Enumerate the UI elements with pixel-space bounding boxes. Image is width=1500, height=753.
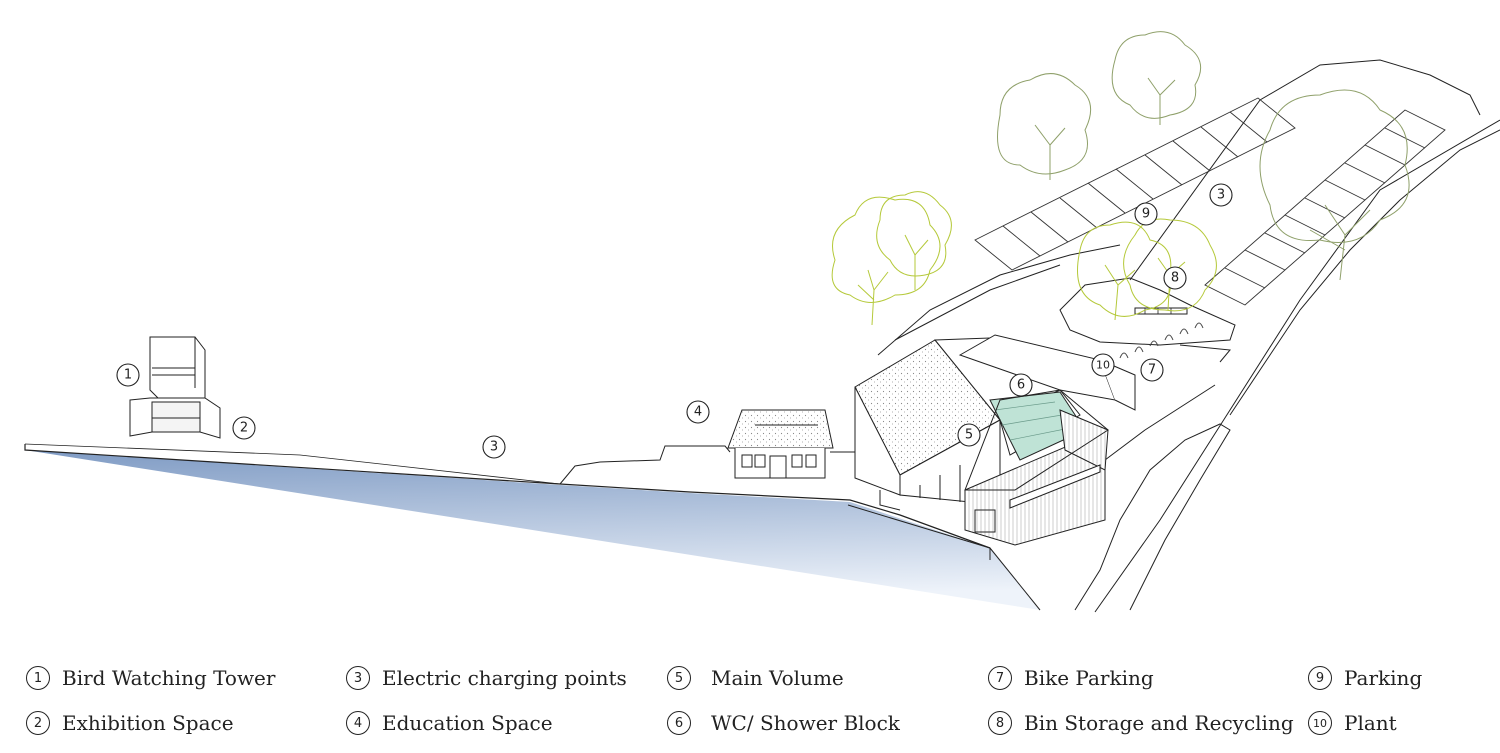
marker-1-number: 1 [124, 368, 132, 383]
legend-item-6: 6 WC/ Shower Block [667, 708, 900, 738]
legend-item-3: 3 Electric charging points [346, 663, 627, 693]
marker-3b-number: 3 [1217, 188, 1225, 203]
legend-number: 3 [346, 666, 370, 690]
main-building [854, 334, 1136, 546]
legend-label: Parking [1344, 666, 1423, 690]
marker-7-number: 7 [1148, 363, 1156, 378]
trees [831, 31, 1410, 326]
legend-number: 8 [988, 711, 1012, 735]
bike-racks [1119, 322, 1204, 359]
marker-8-number: 8 [1171, 271, 1179, 286]
legend-item-10: 10 Plant [1308, 708, 1397, 738]
bird-watching-tower [129, 336, 221, 439]
legend-label: Plant [1344, 711, 1397, 735]
education-building [727, 409, 834, 479]
parking-bays-upper [974, 97, 1296, 271]
tree [1123, 218, 1217, 312]
legend-label: Bike Parking [1024, 666, 1154, 690]
tree [1111, 31, 1202, 125]
marker-7: 7 [1140, 358, 1164, 382]
marker-2-number: 2 [240, 421, 248, 436]
legend-label: Exhibition Space [62, 711, 234, 735]
shoreline-edge [24, 443, 561, 485]
legend-label: WC/ Shower Block [711, 711, 900, 735]
tree [1259, 89, 1410, 281]
tree [997, 73, 1092, 180]
marker-9-number: 9 [1142, 207, 1150, 222]
marker-2: 2 [232, 416, 256, 440]
legend-item-9: 9 Parking [1308, 663, 1422, 693]
legend-item-2: 2 Exhibition Space [26, 708, 234, 738]
marker-5-number: 5 [965, 428, 973, 443]
legend-number: 6 [667, 711, 691, 735]
legend-label: Bin Storage and Recycling [1024, 711, 1294, 735]
legend-label: Main Volume [711, 666, 844, 690]
marker-5: 5 [957, 423, 981, 447]
marker-9: 9 [1134, 202, 1158, 226]
bin-storage [1134, 307, 1188, 315]
marker-4: 4 [686, 400, 710, 424]
marker-1: 1 [116, 363, 140, 387]
marker-6-number: 6 [1017, 378, 1025, 393]
legend-number: 4 [346, 711, 370, 735]
tree [876, 191, 952, 290]
tree [831, 196, 941, 326]
site-axonometric-diagram: 1 2 3 3 4 5 6 7 8 9 10 [24, 31, 1500, 613]
marker-10: 10 [1091, 353, 1115, 377]
terrain-lines [559, 59, 1500, 613]
legend-label: Bird Watching Tower [62, 666, 276, 690]
legend-number: 7 [988, 666, 1012, 690]
marker-3-lakeside: 3 [482, 435, 506, 459]
legend-label: Electric charging points [382, 666, 627, 690]
marker-10-number: 10 [1096, 359, 1110, 372]
legend-number: 1 [26, 666, 50, 690]
marker-4-number: 4 [694, 405, 702, 420]
lake-water [25, 450, 1040, 610]
marker-3-parking: 3 [1209, 183, 1233, 207]
legend-item-5: 5 Main Volume [667, 663, 844, 693]
parking-bays-lower [1204, 109, 1446, 306]
legend-number: 5 [667, 666, 691, 690]
legend-item-1: 1 Bird Watching Tower [26, 663, 275, 693]
legend-item-7: 7 Bike Parking [988, 663, 1154, 693]
shoreline [24, 444, 991, 549]
legend-label: Education Space [382, 711, 553, 735]
marker-6: 6 [1009, 373, 1033, 397]
legend-number: 9 [1308, 666, 1332, 690]
legend: 1 Bird Watching Tower 2 Exhibition Space… [0, 655, 1500, 753]
legend-item-4: 4 Education Space [346, 708, 553, 738]
legend-item-8: 8 Bin Storage and Recycling [988, 708, 1294, 738]
marker-8: 8 [1163, 266, 1187, 290]
legend-number: 10 [1308, 711, 1332, 735]
marker-3-number: 3 [490, 440, 498, 455]
legend-number: 2 [26, 711, 50, 735]
